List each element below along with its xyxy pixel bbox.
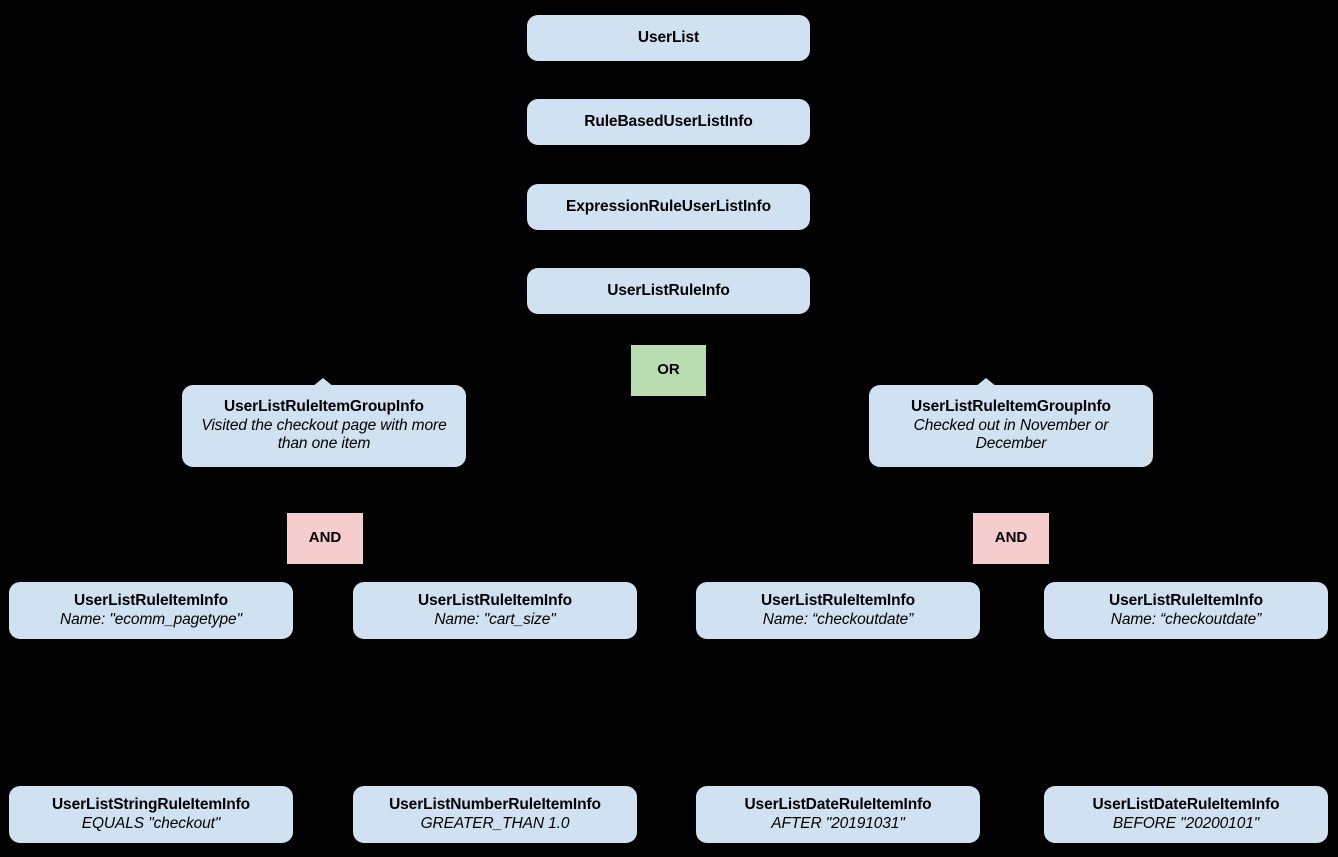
node-title: UserListRuleItemInfo [761, 591, 915, 609]
node-subtitle: Name: "ecomm_pagetype" [60, 610, 242, 628]
connector-nub-right [975, 378, 997, 387]
node-subtitle: Visited the checkout page with more than… [201, 416, 447, 453]
node-subtitle: Name: "cart_size" [434, 610, 556, 628]
node-title: UserListRuleItemInfo [418, 591, 572, 609]
operator-label: AND [994, 529, 1028, 547]
node-subtitle: EQUALS "checkout" [81, 814, 221, 832]
node-subtitle: Name: “checkoutdate” [762, 610, 914, 628]
node-title: UserListRuleItemGroupInfo [224, 397, 424, 415]
node-rule-item-3[interactable]: UserListRuleItemInfo Name: “checkoutdate… [696, 582, 980, 639]
node-user-list-rule-info[interactable]: UserListRuleInfo [527, 268, 810, 314]
node-group-left[interactable]: UserListRuleItemGroupInfo Visited the ch… [182, 385, 466, 467]
node-title: UserListDateRuleItemInfo [1092, 795, 1280, 813]
node-leaf-1[interactable]: UserListStringRuleItemInfo EQUALS "check… [9, 786, 293, 843]
node-title: UserListStringRuleItemInfo [51, 795, 251, 813]
node-group-right[interactable]: UserListRuleItemGroupInfo Checked out in… [869, 385, 1153, 467]
node-user-list[interactable]: UserList [527, 15, 810, 61]
node-subtitle: BEFORE "20200101" [1112, 814, 1260, 832]
node-title: UserListNumberRuleItemInfo [389, 795, 601, 813]
node-rule-item-4[interactable]: UserListRuleItemInfo Name: “checkoutdate… [1044, 582, 1328, 639]
node-subtitle: GREATER_THAN 1.0 [420, 814, 570, 832]
node-rule-item-1[interactable]: UserListRuleItemInfo Name: "ecomm_pagety… [9, 582, 293, 639]
node-leaf-3[interactable]: UserListDateRuleItemInfo AFTER "20191031… [696, 786, 980, 843]
operator-label: AND [308, 529, 342, 547]
node-title: ExpressionRuleUserListInfo [566, 197, 771, 215]
node-title: UserListDateRuleItemInfo [744, 795, 932, 813]
node-subtitle: AFTER "20191031" [771, 814, 905, 832]
connector-nub-left [312, 378, 334, 387]
node-rule-item-2[interactable]: UserListRuleItemInfo Name: "cart_size" [353, 582, 637, 639]
node-title: UserList [637, 28, 700, 46]
operator-and-right[interactable]: AND [973, 513, 1049, 564]
node-rule-based-user-list-info[interactable]: RuleBasedUserListInfo [527, 99, 810, 145]
node-title: UserListRuleInfo [607, 281, 730, 299]
node-title: UserListRuleItemGroupInfo [911, 397, 1111, 415]
operator-or[interactable]: OR [631, 345, 706, 396]
node-subtitle: Name: “checkoutdate” [1110, 610, 1262, 628]
operator-and-left[interactable]: AND [287, 513, 363, 564]
node-expression-rule-user-list-info[interactable]: ExpressionRuleUserListInfo [527, 184, 810, 230]
node-leaf-4[interactable]: UserListDateRuleItemInfo BEFORE "2020010… [1044, 786, 1328, 843]
node-title: UserListRuleItemInfo [74, 591, 228, 609]
operator-label: OR [657, 361, 680, 379]
node-leaf-2[interactable]: UserListNumberRuleItemInfo GREATER_THAN … [353, 786, 637, 843]
node-title: RuleBasedUserListInfo [584, 112, 753, 130]
node-title: UserListRuleItemInfo [1109, 591, 1263, 609]
node-subtitle: Checked out in November or December [913, 416, 1109, 453]
